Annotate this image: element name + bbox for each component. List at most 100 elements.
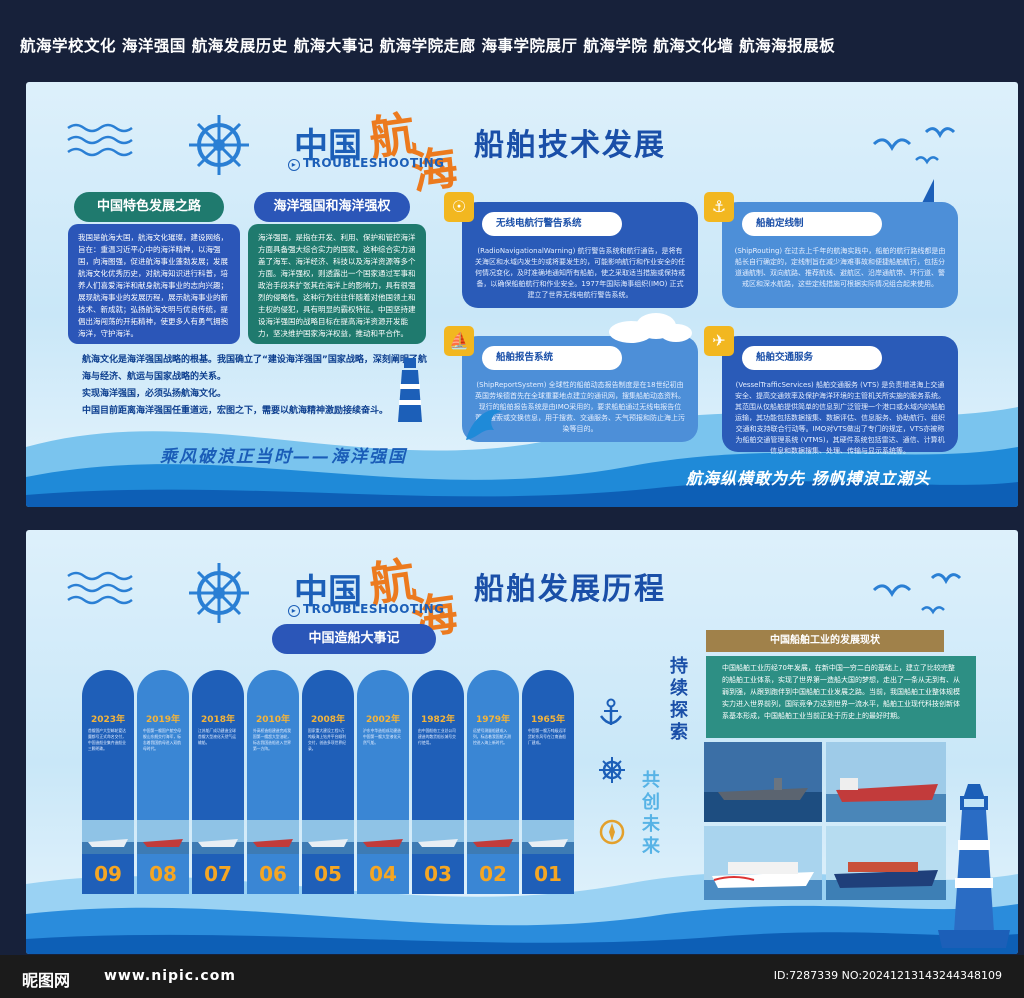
timeline-arch xyxy=(357,670,409,820)
ship-wheel-icon xyxy=(189,563,249,623)
timeline-arch xyxy=(82,670,134,820)
anchor-icon: ⚓ xyxy=(704,192,734,222)
timeline-photo xyxy=(357,820,409,854)
pill-shipbuilding-events: 中国造船大事记 xyxy=(272,624,436,654)
timeline-text: 中国第一艘万吨级远洋货轮东风号在江南造船厂建成。 xyxy=(528,728,566,745)
timeline-year: 2023年 xyxy=(90,715,126,725)
seagulls-icon xyxy=(872,127,956,165)
board-title: 船舶技术发展 xyxy=(474,128,666,163)
card-radio-warning: 无线电航行警告系统 (RadioNavigationalWarning) 航行警… xyxy=(462,202,698,308)
timeline-text: 首艘国产大型邮轮爱达魔都号正式命名交付，中国造船业集齐造船业三颗明珠。 xyxy=(88,728,126,751)
timeline-card: 2008年国家重大建设工程5万吨级海上钻井平台顺利交付，创造多项世界纪录。 05 xyxy=(302,670,354,894)
timeline-year: 1965年 xyxy=(530,715,566,725)
slogan-right: 航海纵横敢为先 扬帆搏浪立潮头 xyxy=(686,469,931,488)
image-id: ID:7287339 NO:20241213143244348109 xyxy=(773,969,1002,982)
subtitle-en: ▸TROUBLESHOOTING xyxy=(288,602,445,617)
subtitle-en-text: TROUBLESHOOTING xyxy=(303,602,445,616)
timeline-text: 外高桥造船建造完成我国第一艘超大型油轮，标志我国造船进入世界第一方阵。 xyxy=(253,728,291,751)
timeline-text: 江苏船厂成功建造全球首艘大型液化天然气运输船。 xyxy=(198,728,236,745)
timeline-year: 2010年 xyxy=(255,715,291,725)
cruise-photo xyxy=(704,826,822,900)
compass-icon xyxy=(599,819,625,845)
lighthouse-icon xyxy=(938,784,1010,948)
timeline-card: 2010年外高桥造船建造完成我国第一艘超大型油轮，标志我国造船进入世界第一方阵。… xyxy=(247,670,299,894)
timeline-year: 1982年 xyxy=(420,715,456,725)
subtitle-en: ▸TROUBLESHOOTING xyxy=(288,156,445,171)
seagulls-icon xyxy=(872,573,962,615)
timeline-year: 2018年 xyxy=(200,715,236,725)
bottom-line: 实现海洋强国，必须弘扬航海文化。 xyxy=(82,389,227,399)
play-icon: ▸ xyxy=(288,605,300,617)
board-title: 船舶发展历程 xyxy=(474,572,666,607)
card-body: (ShipRouting) 在过去上千年的航海实践中，船舶的航行路线都是由船长自… xyxy=(734,247,946,288)
container-ship-photo xyxy=(826,826,946,900)
timeline-number: 09 xyxy=(82,854,134,894)
timeline-year: 1979年 xyxy=(475,715,511,725)
timeline-photo xyxy=(467,820,519,854)
card-vessel-traffic: 船舶交通服务 (VesselTrafficServices) 船舶交通服务 (V… xyxy=(722,336,958,455)
slogan-left: 乘风破浪正当时——海洋强国 xyxy=(160,447,407,467)
timeline-number: 04 xyxy=(357,854,409,894)
timeline-year: 2008年 xyxy=(310,715,346,725)
timeline-arch xyxy=(412,670,464,820)
timeline-number: 08 xyxy=(137,854,189,894)
timeline-card: 1982年由中国船舶工业总公司建造的散货船长城号交付使用。 03 xyxy=(412,670,464,894)
timeline-number: 03 xyxy=(412,854,464,894)
title-china: 中国 xyxy=(294,126,362,166)
card-body: (RadioNavigationalWarning) 航行警告系统和航行通告，是… xyxy=(475,247,685,299)
timeline-card: 1965年中国第一艘万吨级远洋货轮东风号在江南造船厂建成。01 xyxy=(522,670,574,894)
tanker-photo xyxy=(826,742,946,822)
timeline-card: 1979年远望号测量船建成入列，标志着我国航天测控进入海上新时代。 02 xyxy=(467,670,519,894)
bottom-line: 航海文化是海洋强国战略的根基。我国确立了“建设海洋强国”国家战略，深刻阐明了航海… xyxy=(82,355,427,382)
card-title: 船舶交通服务 xyxy=(742,346,882,370)
timeline-photo xyxy=(302,820,354,854)
title-china: 中国 xyxy=(294,572,362,612)
panel-culture-text: 我国是航海大国，航海文化璀璨，建设网络，旨在：重温习近平心中的海洋精神，以海强国… xyxy=(68,224,240,344)
timeline-card: 2019年中国第一艘国产航空母舰山东舰交付海军，标志着我国航母进入双航母时代。 0… xyxy=(137,670,189,894)
timeline-text: 中国第一艘国产航空母舰山东舰交付海军，标志着我国航母进入双航母时代。 xyxy=(143,728,181,751)
timeline-arch xyxy=(467,670,519,820)
timeline-year: 2019年 xyxy=(145,715,181,725)
panel-ocean-text: 海洋强国，是指在开发、利用、保护和管控海洋方面具备强大综合实力的国家。这种综合实… xyxy=(248,224,426,344)
timeline-number: 07 xyxy=(192,854,244,894)
wave-icon xyxy=(466,409,502,440)
card-ship-routing: 船舶定线制 (ShipRouting) 在过去上千年的航海实践中，船舶的航行路线… xyxy=(722,202,958,308)
timeline-text: 远望号测量船建成入列，标志着我国航天测控进入海上新时代。 xyxy=(473,728,511,745)
play-icon: ▸ xyxy=(288,159,300,171)
timeline-arch xyxy=(522,670,574,820)
card-body: (ShipReportSystem) 全球性的船舶动态报告制度是在18世纪初由英… xyxy=(475,381,685,433)
wave-lines-icon xyxy=(67,571,133,605)
timeline-arch xyxy=(302,670,354,820)
timeline-photo xyxy=(522,820,574,854)
timeline-number: 06 xyxy=(247,854,299,894)
timeline-number: 02 xyxy=(467,854,519,894)
timeline-year: 2002年 xyxy=(365,715,401,725)
timeline-text: 国家重大建设工程5万吨级海上钻井平台顺利交付，创造多项世界纪录。 xyxy=(308,728,346,751)
timeline-text: 由中国船舶工业总公司建造的散货船长城号交付使用。 xyxy=(418,728,456,745)
vertical-slogan-future: 共创未来 xyxy=(642,770,660,857)
vertical-slogan-explore: 持续探索 xyxy=(670,656,688,743)
history-board: 中国 航 海 ▸TROUBLESHOOTING 船舶发展历程 中国造船大事记 2… xyxy=(26,530,1018,954)
timeline-card: 2018年江苏船厂成功建造全球首艘大型液化天然气运输船。 07 xyxy=(192,670,244,894)
pill-china-road: 中国特色发展之路 xyxy=(74,192,224,222)
card-body: (VesselTrafficServices) 船舶交通服务 (VTS) 是负责… xyxy=(735,381,945,455)
lighthouse-icon xyxy=(398,358,422,422)
anchor-icon xyxy=(599,698,623,725)
timeline-photo xyxy=(247,820,299,854)
timeline-card: 2002年沪东中华造船成功建造中国第一艘大型液化天然气船。 04 xyxy=(357,670,409,894)
technology-board: 中国 航 海 ▸TROUBLESHOOTING 船舶技术发展 中国特色发展之路 … xyxy=(26,82,1018,507)
card-title: 船舶报告系统 xyxy=(482,346,622,370)
timeline-number: 05 xyxy=(302,854,354,894)
status-heading: 中国船舶工业的发展现状 xyxy=(706,630,944,652)
card-title: 无线电航行警告系统 xyxy=(482,212,622,236)
timeline-photo xyxy=(412,820,464,854)
cargo-icon: ✈ xyxy=(704,326,734,356)
bottom-paragraph: 航海文化是海洋强国战略的根基。我国确立了“建设海洋强国”国家战略，深刻阐明了航海… xyxy=(82,352,434,420)
pill-ocean-power: 海洋强国和海洋强权 xyxy=(254,192,410,222)
cloud-icon xyxy=(609,313,692,343)
ship-wheel-icon xyxy=(599,757,625,783)
ship-wheel-icon xyxy=(189,115,249,175)
timeline-arch xyxy=(192,670,244,820)
timeline-text: 沪东中华造船成功建造中国第一艘大型液化天然气船。 xyxy=(363,728,401,745)
antenna-icon: ☉ xyxy=(444,192,474,222)
